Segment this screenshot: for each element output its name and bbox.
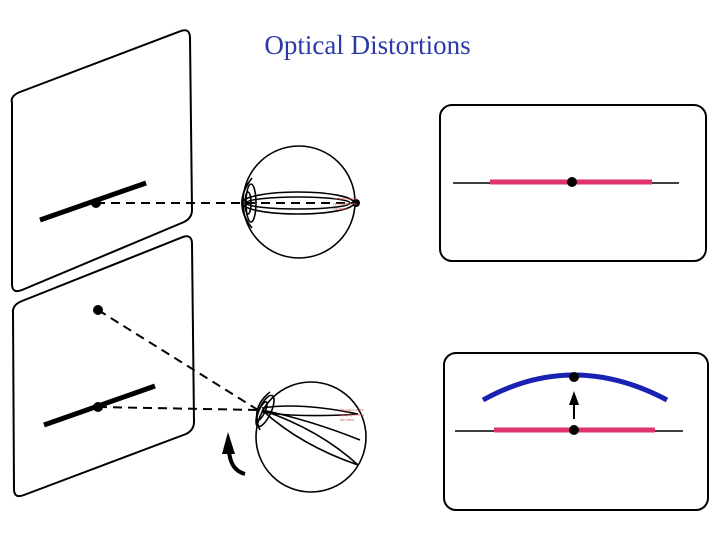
svg-text:the optics of the: the optics of the [340,408,364,412]
top-eye-icon [241,145,356,259]
svg-text:the optics of the: the optics of the [333,197,357,201]
bottom-sight-line-1 [97,309,259,411]
distorted-point-icon [569,372,579,382]
top-result-panel [439,104,707,262]
bottom-sight-line-2 [97,406,259,411]
svg-text:the retina: the retina [333,207,347,211]
top-scene-panel [10,29,194,293]
svg-text:eye project onto: eye project onto [333,202,357,206]
bottom-scene-panel [11,235,196,498]
bottom-result-point-icon [569,425,579,435]
bottom-result-panel [443,352,709,511]
slide-title: Optical Distortions [264,30,471,60]
upward-arrow-icon [569,391,579,419]
svg-text:eye project onto: eye project onto [340,413,364,417]
bottom-eye-icon [255,381,367,493]
svg-text:the retina: the retina [340,418,354,422]
rotation-arrow-icon [222,432,246,476]
bottom-eye-note: the optics of the eye project onto the r… [340,408,364,422]
top-retina-point-icon [352,199,360,207]
top-result-point-icon [567,177,577,187]
top-eye-note: the optics of the eye project onto the r… [333,197,357,211]
